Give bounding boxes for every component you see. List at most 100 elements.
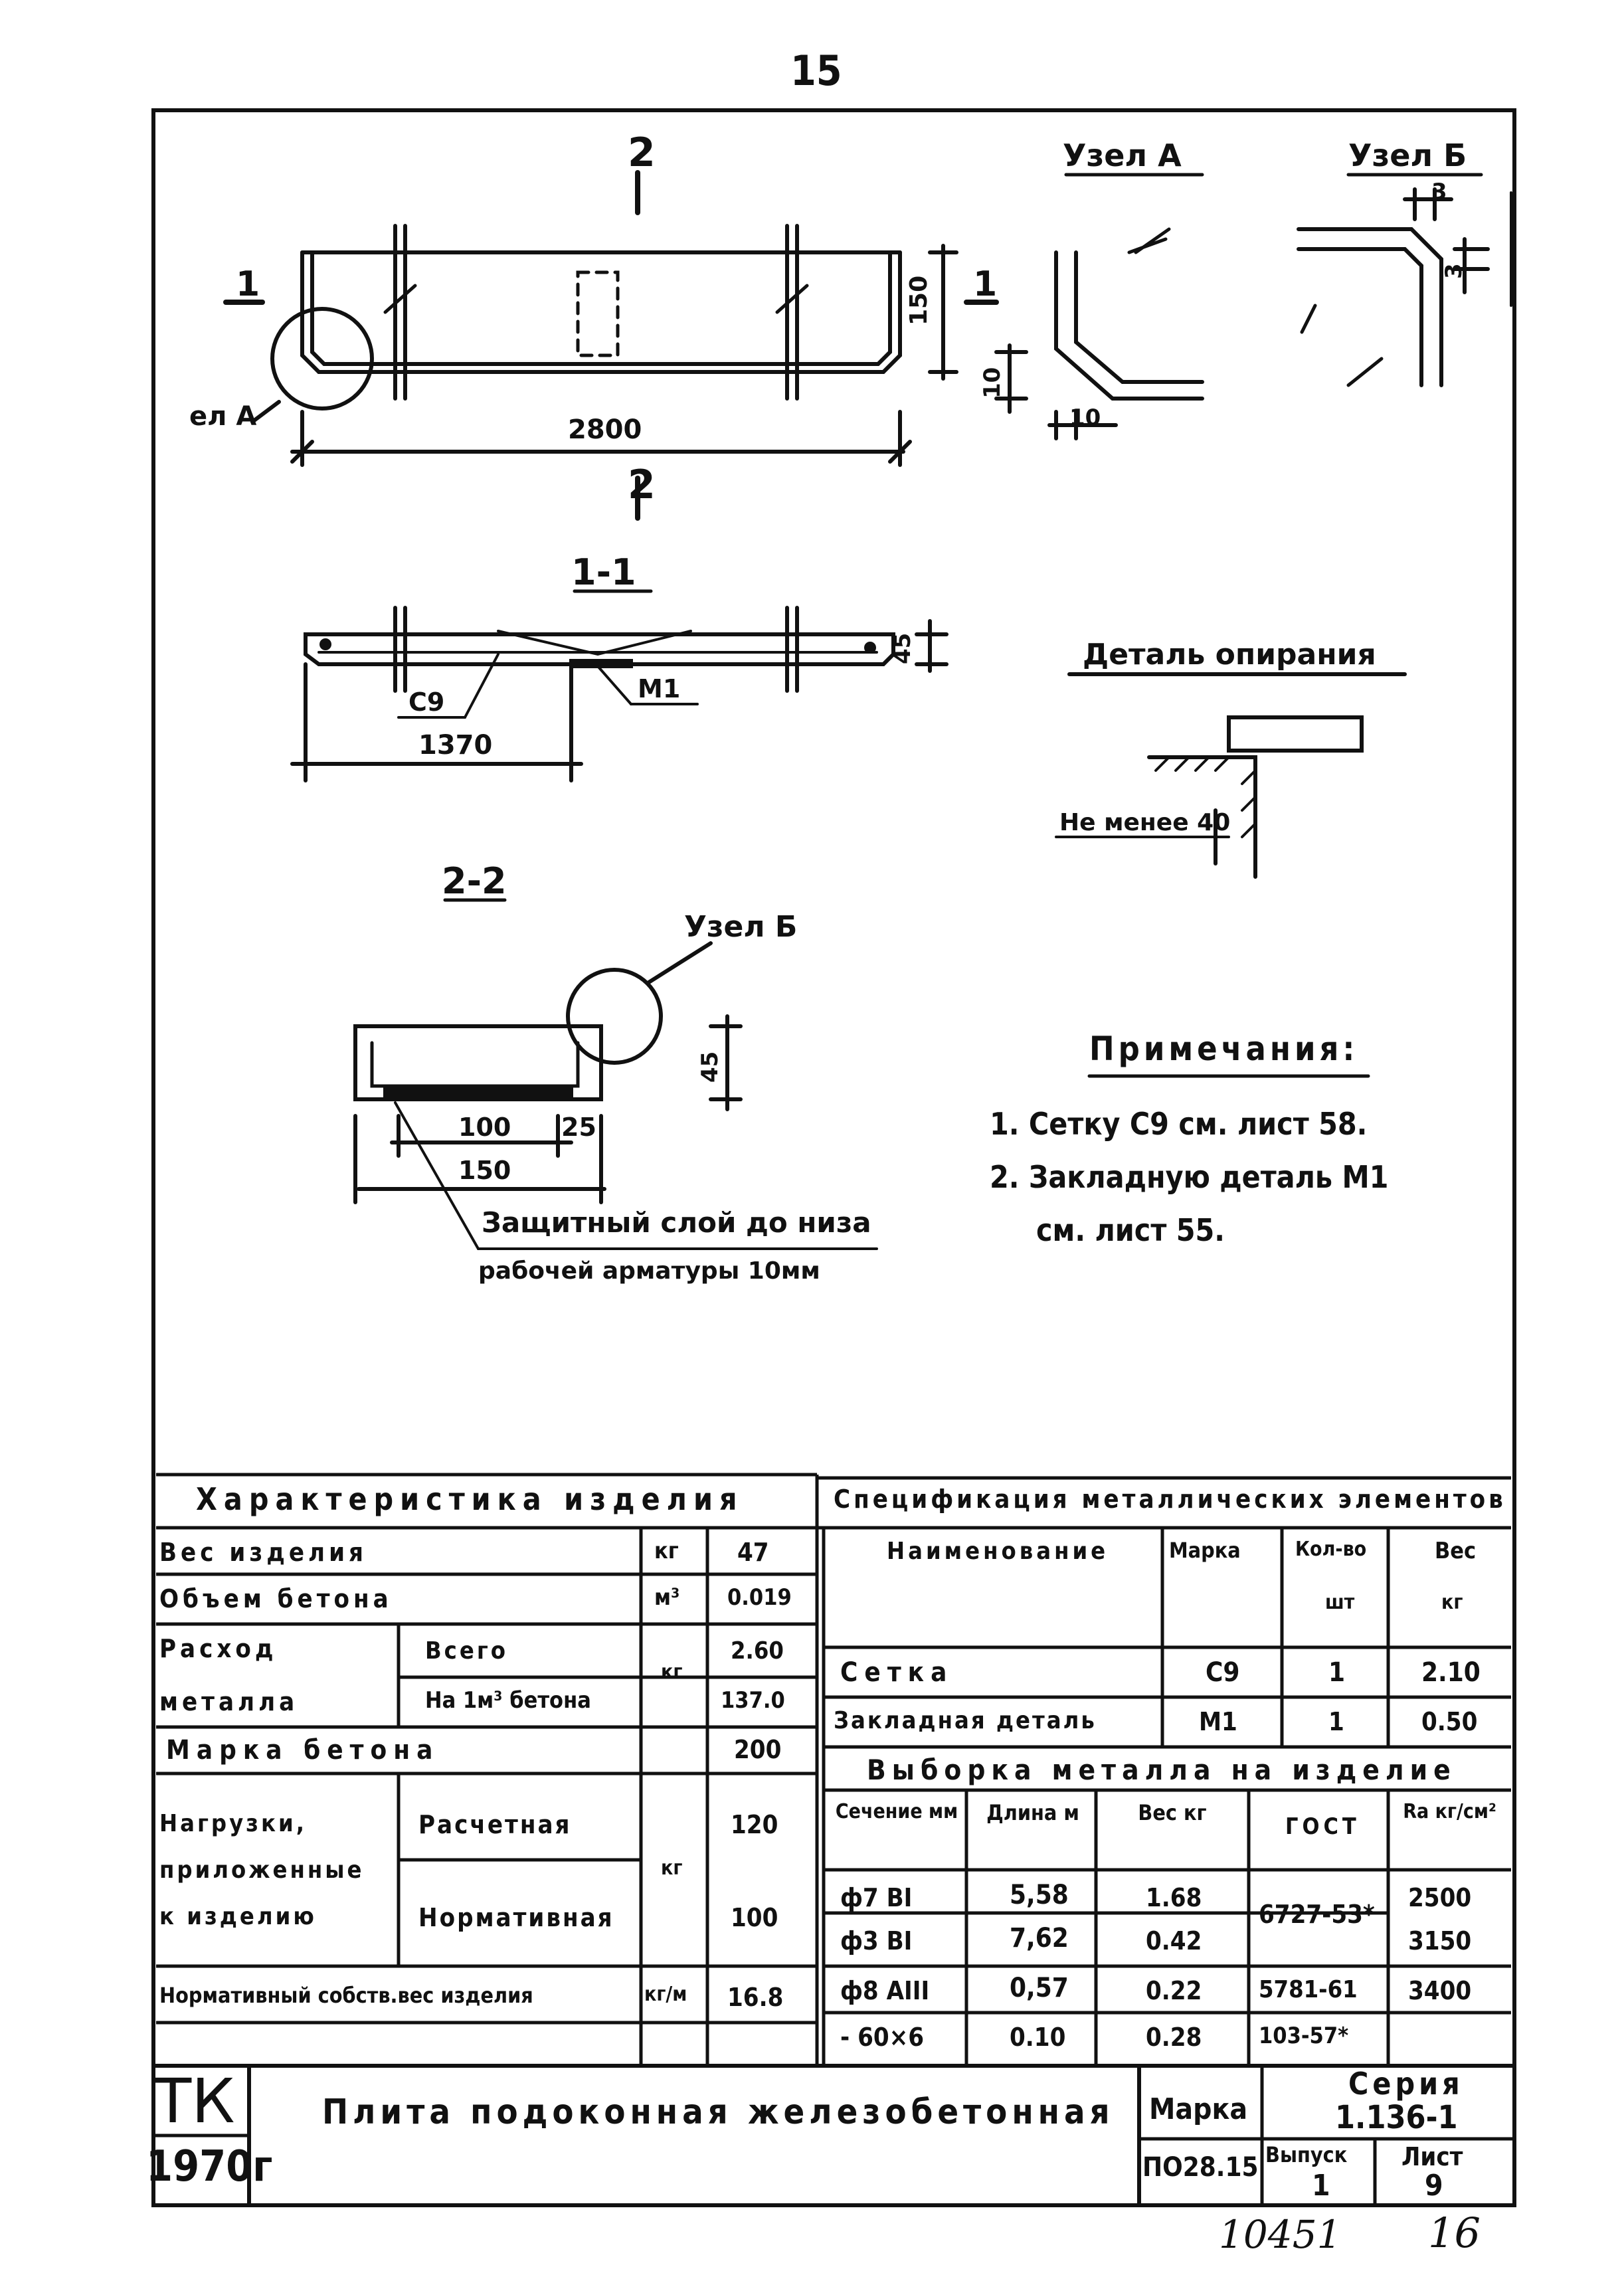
metal-gost-3: 103-57*	[1259, 2023, 1349, 2049]
section-1-1-title: 1-1	[571, 551, 636, 593]
char-load-design-label: Расчетная	[418, 1810, 572, 1839]
metal-header-section: Сечение мм	[835, 1800, 958, 1823]
char-loads-label-2: приложенные	[159, 1857, 365, 1884]
metal-row-1-weight: 1.68	[1146, 1883, 1202, 1912]
section-mark-2-bottom-number: 2	[628, 462, 656, 508]
char-grade-value: 200	[734, 1735, 782, 1764]
node-b-title: Узел Б	[1348, 137, 1467, 173]
metal-gost-1: 6727-53*	[1259, 1900, 1375, 1929]
dim-150: 150	[905, 276, 933, 325]
technical-drawing: 2 2 1 1 ел А 2800 150 Узел А 10 10 Узел …	[189, 130, 1512, 1285]
metal-row-2-weight: 0.42	[1146, 1926, 1202, 1956]
char-metal-per-m3-value: 137.0	[721, 1687, 785, 1714]
metal-row-1-section: ф7 ВI	[840, 1883, 913, 1912]
section-1-1-dim-45: 45	[889, 633, 916, 664]
spec-title: Спецификация металлических элементов	[834, 1485, 1506, 1514]
section-2-2-dim-45: 45	[697, 1051, 723, 1083]
char-metal-total-label: Всего	[425, 1637, 509, 1665]
dim-length: 2800	[568, 414, 642, 445]
node-a-dim-v: 10	[979, 367, 1006, 399]
spec-header-weight-2: кг	[1441, 1591, 1463, 1614]
metal-row-2-length: 7,62	[1010, 1923, 1069, 1954]
char-weight-unit: кг	[654, 1538, 679, 1564]
char-loads-unit: кг	[661, 1857, 683, 1880]
cover-note-line-2: рабочей арматуры 10мм	[478, 1257, 820, 1285]
section-1-1	[290, 606, 948, 782]
char-metal-per-m3-label: На 1м³ бетона	[425, 1687, 591, 1714]
metal-row-4-length: 0.10	[1010, 2023, 1066, 2052]
section-2-2-dim-25: 25	[561, 1113, 596, 1142]
section-1-1-m1: М1	[638, 674, 680, 703]
section-2-2	[353, 941, 878, 1250]
title-block-mark-label: Марка	[1149, 2092, 1248, 2126]
node-b-dim-b: 3	[1441, 263, 1467, 279]
spec-header-name: Наименование	[887, 1538, 1109, 1565]
title-block-series-value: 1.136-1	[1335, 2099, 1458, 2136]
support-note: Не менее 40	[1059, 809, 1230, 836]
char-metal-unit: кг	[661, 1661, 683, 1684]
support-title: Деталь опирания	[1083, 638, 1376, 672]
section-2-2-dim-150: 150	[458, 1156, 511, 1185]
metal-ra-2: 3150	[1408, 1926, 1472, 1956]
spec-row-2-name: Закладная деталь	[834, 1707, 1097, 1734]
metal-row-3-section: ф8 АIII	[840, 1976, 930, 2005]
char-metal-total-value: 2.60	[731, 1637, 784, 1665]
char-volume-label: Объем бетона	[159, 1584, 393, 1613]
section-mark-1-left: 1	[236, 264, 260, 304]
metal-row-4-section: - 60×6	[840, 2023, 925, 2052]
title-block-issue-label: Выпуск	[1265, 2142, 1348, 2167]
metal-title: Выборка металла на изделие	[867, 1754, 1457, 1786]
inventory-number: 10451	[1219, 2212, 1342, 2257]
title-block-year: 1970г	[146, 2142, 273, 2191]
metal-header-ra: Ra кг/см²	[1403, 1800, 1496, 1823]
node-a-dim-h: 10	[1069, 405, 1101, 431]
char-loads-label-3: к изделию	[159, 1903, 317, 1930]
title-block-sheet-label: Лист	[1401, 2142, 1463, 2171]
spec-row-2-weight: 0.50	[1421, 1707, 1478, 1736]
title-block-name: Плита подоконная железобетонная	[322, 2092, 1115, 2132]
spec-header-weight-1: Вес	[1435, 1538, 1477, 1564]
cover-note-line-1: Защитный слой до низа	[482, 1206, 871, 1239]
spec-row-2-mark: М1	[1199, 1707, 1237, 1736]
char-loads-label-1: Нагрузки,	[159, 1810, 307, 1837]
metal-row-2-section: ф3 ВI	[840, 1926, 913, 1956]
char-load-normative-value: 100	[731, 1903, 778, 1932]
title-block-mark-value: ПО28.15	[1142, 2152, 1259, 2183]
char-metal-label-1: Расход	[159, 1634, 278, 1663]
metal-row-3-weight: 0.22	[1146, 1976, 1202, 2005]
char-load-design-value: 120	[731, 1810, 778, 1839]
spec-header-qty-2: шт	[1325, 1591, 1355, 1614]
metal-header-gost: ГОСТ	[1285, 1813, 1360, 1840]
note-item-2: 2. Закладную деталь М1	[990, 1159, 1389, 1195]
metal-header-length: Длина м	[986, 1800, 1079, 1825]
node-b-detail	[1297, 187, 1512, 387]
char-load-normative-label: Нормативная	[418, 1903, 614, 1932]
metal-row-3-length: 0,57	[1010, 1973, 1069, 2003]
char-self-weight-value: 16.8	[727, 1983, 784, 2012]
note-item-1: 1. Сетку С9 см. лист 58.	[990, 1106, 1368, 1142]
metal-ra-3: 3400	[1408, 1976, 1472, 2005]
spec-row-1-name: Сетка	[840, 1657, 954, 1688]
char-weight-label: Вес изделия	[159, 1538, 367, 1567]
metal-row-1-length: 5,58	[1010, 1880, 1069, 1910]
char-metal-label-2: металла	[159, 1687, 299, 1716]
metal-gost-2: 5781-61	[1259, 1976, 1358, 2003]
title-block-org: ТК	[154, 2066, 235, 2137]
node-a-title: Узел А	[1063, 137, 1182, 173]
metal-header-weight: Вес кг	[1138, 1800, 1207, 1825]
slab-plan	[223, 170, 999, 521]
section-mark-1-right: 1	[973, 264, 997, 304]
title-block-issue-value: 1	[1312, 2169, 1330, 2203]
note-item-3: см. лист 55.	[1036, 1212, 1225, 1248]
spec-header-mark: Марка	[1169, 1538, 1241, 1563]
metal-ra-1: 2500	[1408, 1883, 1472, 1912]
notes-title: Примечания:	[1089, 1030, 1359, 1068]
char-volume-unit: м³	[654, 1584, 680, 1611]
title-block-series-label: Серия	[1348, 2066, 1464, 2102]
spec-row-1-qty: 1	[1328, 1657, 1346, 1688]
sheet-frame	[151, 108, 1516, 2207]
metal-row-4-weight: 0.28	[1146, 2023, 1202, 2052]
footer-page-number: 16	[1428, 2209, 1481, 2257]
spec-row-1-weight: 2.10	[1421, 1657, 1481, 1688]
